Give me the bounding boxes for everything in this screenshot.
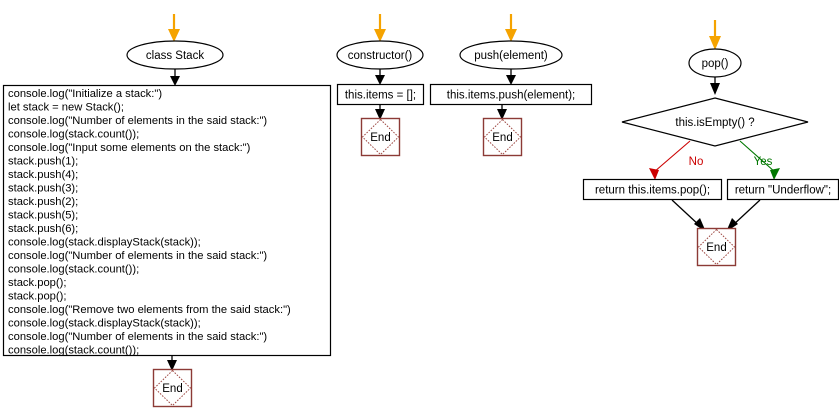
code-line: stack.push(1);: [8, 156, 78, 168]
code-line: console.log(stack.count());: [8, 264, 139, 276]
edge-entry-to-code: [170, 69, 180, 86]
statement-label: this.items = [];: [345, 90, 416, 102]
column-push: push(element) this.items.push(element); …: [429, 14, 593, 157]
code-line: console.log(stack.displayStack(stack));: [8, 237, 201, 249]
entry-arrow-pop: [709, 20, 721, 50]
code-line: console.log(stack.count());: [8, 129, 139, 141]
edge-return-underflow-to-end: [726, 199, 761, 232]
code-line: stack.pop();: [8, 291, 66, 303]
edge-entry-to-statement-constructor: [375, 69, 385, 85]
code-line: let stack = new Stack();: [8, 102, 124, 114]
code-line: console.log("Number of elements in the s…: [8, 115, 267, 127]
branch-label-yes: Yes: [754, 156, 773, 168]
entry-arrow-push: [505, 14, 517, 42]
entry-node-label: constructor(): [348, 50, 413, 62]
entry-arrow-class-stack: [168, 14, 180, 42]
code-line: console.log("Remove two elements from th…: [8, 304, 291, 316]
statement-label: return this.items.pop();: [595, 185, 710, 197]
column-pop: pop() this.isEmpty() ? No Yes return thi…: [582, 20, 839, 267]
code-line: console.log("Input some elements on the …: [8, 142, 251, 154]
code-line: stack.pop();: [8, 277, 66, 289]
code-line: stack.push(2);: [8, 196, 78, 208]
statement-label: this.items.push(element);: [447, 90, 575, 102]
code-line: console.log("Initialize a stack:"): [8, 88, 162, 100]
edge-statement-to-end-constructor: [375, 105, 385, 120]
edge-entry-to-statement-push: [506, 69, 516, 85]
terminator-label: End: [162, 383, 182, 395]
code-line: stack.push(4);: [8, 169, 78, 181]
statement-box-push: this.items.push(element);: [429, 83, 593, 106]
statement-box-return-pop: return this.items.pop();: [582, 178, 723, 201]
terminator-end-pop[interactable]: End: [696, 227, 737, 267]
code-line: console.log("Number of elements in the s…: [8, 331, 267, 343]
edge-statement-to-end-push: [497, 105, 507, 120]
terminator-end-constructor[interactable]: End: [360, 117, 401, 157]
entry-arrow-constructor: [374, 14, 386, 42]
code-line: console.log("Number of elements in the s…: [8, 250, 267, 262]
entry-node-class-stack[interactable]: class Stack: [126, 40, 224, 70]
terminator-label: End: [492, 132, 512, 144]
edge-entry-to-decision: [710, 77, 720, 95]
entry-node-push[interactable]: push(element): [459, 40, 563, 70]
decision-node-is-empty[interactable]: this.isEmpty() ?: [621, 97, 809, 147]
entry-node-label: class Stack: [146, 50, 204, 62]
entry-node-label: pop(): [702, 58, 729, 70]
code-block-class-stack: console.log("Initialize a stack:") let s…: [2, 84, 332, 357]
branch-no: No: [649, 140, 704, 180]
decision-label: this.isEmpty() ?: [675, 117, 754, 129]
code-line: stack.push(5);: [8, 210, 78, 222]
branch-yes: Yes: [739, 140, 780, 180]
terminator-label: End: [706, 242, 726, 254]
column-class-stack: class Stack console.log("Initialize a st…: [2, 14, 332, 408]
edge-return-pop-to-end: [671, 199, 706, 232]
code-line: stack.push(3);: [8, 183, 78, 195]
entry-node-pop[interactable]: pop(): [688, 48, 742, 78]
terminator-end-push[interactable]: End: [482, 117, 523, 157]
code-line: console.log(stack.count());: [8, 345, 139, 357]
terminator-label: End: [370, 132, 390, 144]
column-constructor: constructor() this.items = []; End: [336, 14, 425, 157]
entry-node-constructor[interactable]: constructor(): [336, 40, 424, 70]
code-line: console.log(stack.displayStack(stack));: [8, 318, 201, 330]
statement-box-constructor: this.items = [];: [336, 83, 425, 106]
edge-code-to-end: [167, 356, 177, 371]
entry-node-label: push(element): [474, 50, 548, 62]
code-line: stack.push(6);: [8, 223, 78, 235]
statement-label: return "Underflow";: [735, 185, 831, 197]
terminator-end-class-stack[interactable]: End: [152, 368, 193, 408]
statement-box-return-underflow: return "Underflow";: [726, 178, 839, 201]
branch-label-no: No: [689, 156, 704, 168]
